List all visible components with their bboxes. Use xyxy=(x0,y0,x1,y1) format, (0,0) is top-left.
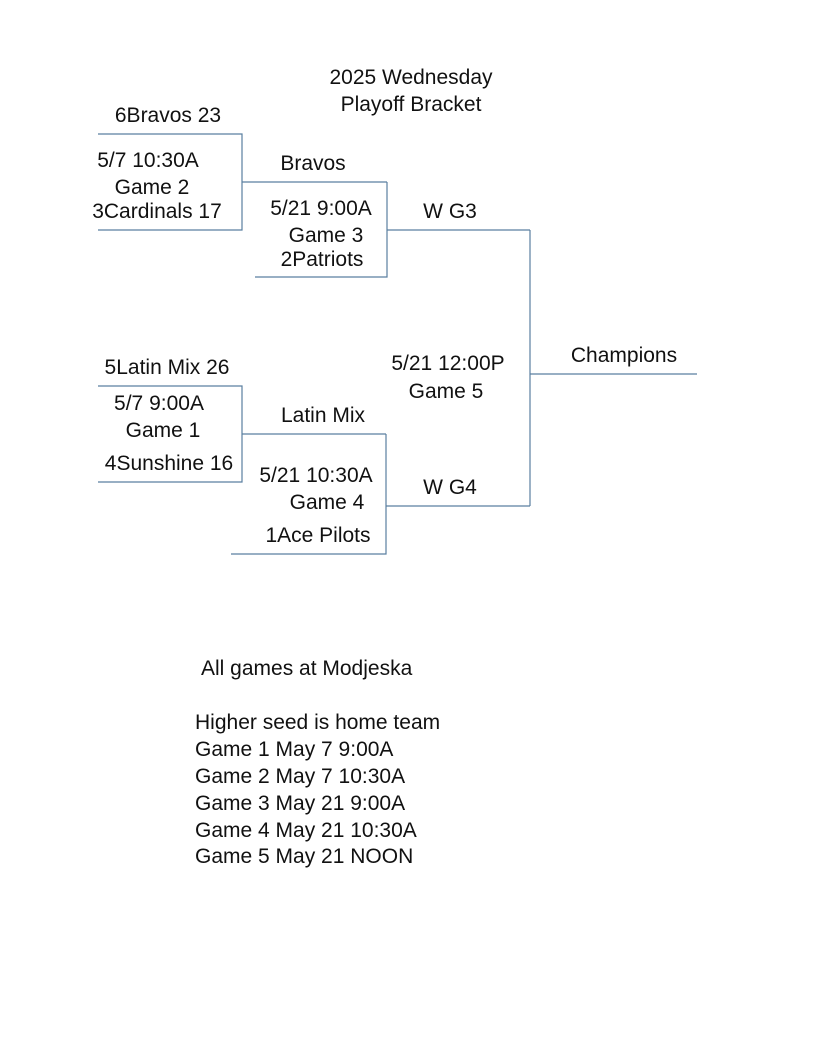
schedule-line: Game 1 May 7 9:00A xyxy=(195,738,394,761)
game1-time: 5/7 9:00A xyxy=(114,392,204,415)
title-line2: Playoff Bracket xyxy=(340,93,482,116)
game3-label: Game 3 xyxy=(288,224,364,247)
game4-bracket xyxy=(231,434,387,555)
game4-top-team: Latin Mix xyxy=(280,404,366,427)
game1-label: Game 1 xyxy=(125,419,201,442)
game4-bottom-team: 1Ace Pilots xyxy=(265,524,371,547)
game1-top-team: 5Latin Mix 26 xyxy=(104,356,230,379)
schedule-line: Game 2 May 7 10:30A xyxy=(195,765,406,788)
game5-bottom-team: W G4 xyxy=(423,476,477,499)
game5-label: Game 5 xyxy=(408,380,484,403)
game2-top-team: 6Bravos 23 xyxy=(114,104,222,127)
game4-label: Game 4 xyxy=(289,491,365,514)
home-team-note: Higher seed is home team xyxy=(195,711,441,734)
champions-label: Champions xyxy=(570,344,678,367)
game3-bracket xyxy=(255,182,388,278)
game4-time: 5/21 10:30A xyxy=(259,464,373,487)
schedule-line: Game 4 May 21 10:30A xyxy=(195,819,417,842)
title-line1: 2025 Wednesday xyxy=(329,66,493,89)
game3-time: 5/21 9:00A xyxy=(270,197,372,220)
game5-time: 5/21 12:00P xyxy=(391,352,505,375)
game3-bottom-team: 2Patriots xyxy=(280,248,364,271)
location-note: All games at Modjeska xyxy=(201,657,413,680)
schedule-line: Game 3 May 21 9:00A xyxy=(195,792,406,815)
schedule-line: Game 5 May 21 NOON xyxy=(195,845,414,868)
game2-bottom-team: 3Cardinals 17 xyxy=(92,200,222,223)
game2-time: 5/7 10:30A xyxy=(97,149,199,172)
game3-top-team: Bravos xyxy=(280,152,346,175)
game2-label: Game 2 xyxy=(114,176,190,199)
game5-top-team: W G3 xyxy=(423,200,477,223)
game1-bottom-team: 4Sunshine 16 xyxy=(104,452,234,475)
